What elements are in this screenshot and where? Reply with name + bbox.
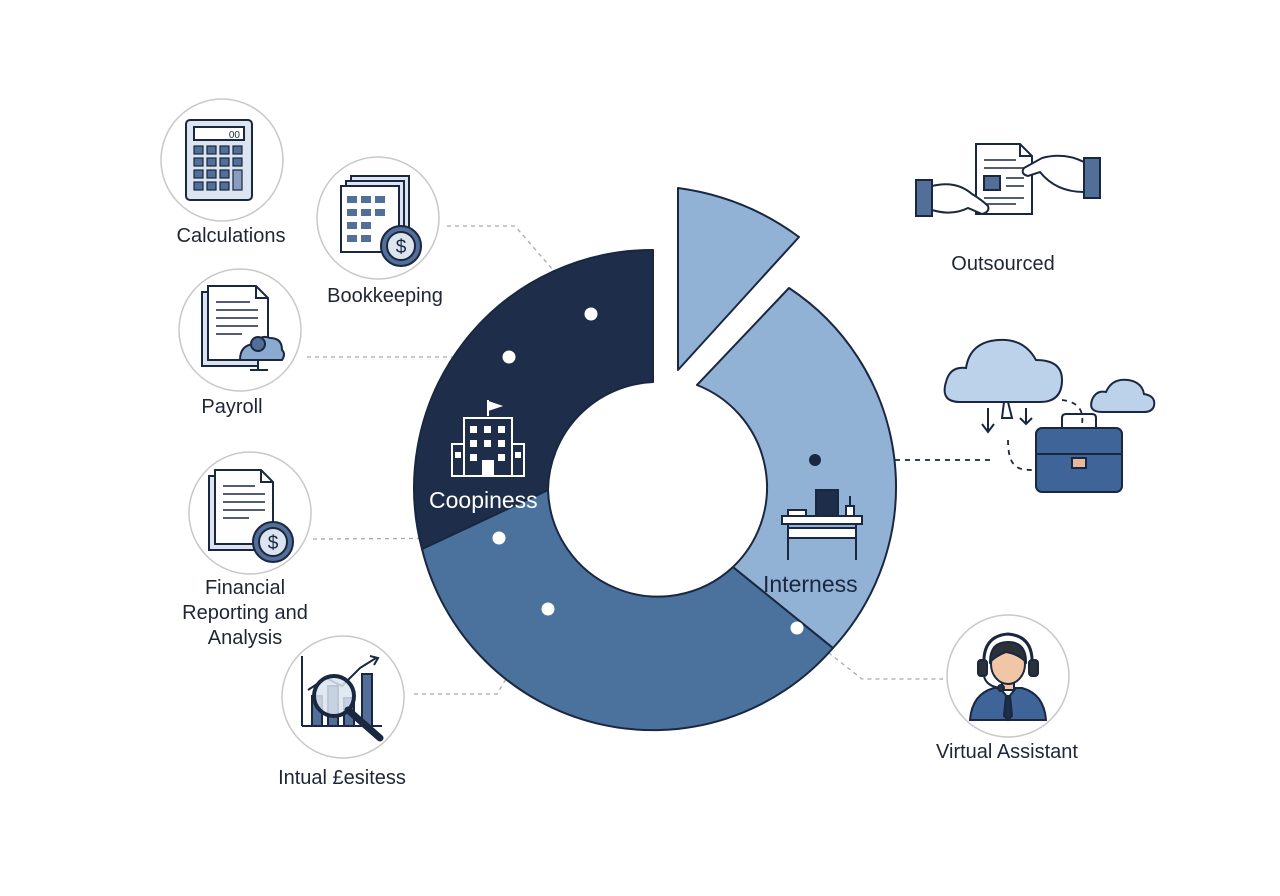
segment-label-coopiness: Coopiness bbox=[429, 487, 538, 513]
financial-label-line-1: Financial bbox=[204, 577, 286, 599]
donut-segment-bottom bbox=[421, 489, 834, 732]
service-label-insights: Intual £esitess bbox=[278, 767, 406, 789]
leader-dots bbox=[492, 307, 804, 635]
office-desk-icon bbox=[781, 489, 863, 560]
cloud-briefcase-icon bbox=[943, 338, 1156, 493]
service-label-calculations: Calculations bbox=[176, 225, 286, 247]
financial-label-line-3: Analysis bbox=[207, 627, 283, 649]
dot-cloud bbox=[809, 454, 821, 466]
provider-label-outsourced: Outsourced bbox=[951, 253, 1055, 275]
donut-segment-interness bbox=[696, 287, 897, 649]
segment-label-interness: Interness bbox=[763, 571, 858, 597]
svg-text:$: $ bbox=[396, 237, 407, 258]
analytics-magnifier-icon bbox=[301, 655, 384, 742]
dot-insights bbox=[541, 602, 555, 616]
dot-financial bbox=[492, 531, 506, 545]
service-label-financial-reporting: Financial Reporting and Analysis bbox=[182, 576, 308, 651]
dot-payroll bbox=[502, 350, 516, 364]
leader-lines-dark bbox=[815, 399, 1084, 471]
leader-line-insights bbox=[414, 608, 549, 695]
bookkeeping-ledger-icon: $ bbox=[340, 175, 422, 267]
office-building-icon bbox=[451, 400, 525, 477]
svg-text:$: $ bbox=[268, 533, 279, 554]
leader-line-cloud-top bbox=[1061, 399, 1084, 425]
headset-agent-icon bbox=[968, 632, 1048, 722]
svg-text:00: 00 bbox=[229, 130, 241, 141]
dot-virtual-assistant bbox=[790, 621, 804, 635]
donut-chart bbox=[413, 187, 897, 732]
provider-label-virtual-assistant: Virtual Assistant bbox=[936, 741, 1078, 763]
handshake-document-icon bbox=[915, 143, 1101, 217]
financial-label-line-2: Reporting and bbox=[182, 602, 308, 624]
service-label-payroll: Payroll bbox=[201, 396, 263, 418]
financial-report-icon: $ bbox=[208, 469, 294, 563]
payroll-document-icon bbox=[201, 285, 285, 371]
service-label-bookkeeping: Bookkeeping bbox=[327, 285, 443, 307]
donut-segment-exploded bbox=[677, 187, 800, 371]
leader-line-cloud-curve bbox=[1007, 439, 1035, 471]
dot-bookkeeping bbox=[584, 307, 598, 321]
calculator-icon: 00 bbox=[185, 119, 253, 201]
donut-segment-coopiness bbox=[413, 248, 654, 550]
